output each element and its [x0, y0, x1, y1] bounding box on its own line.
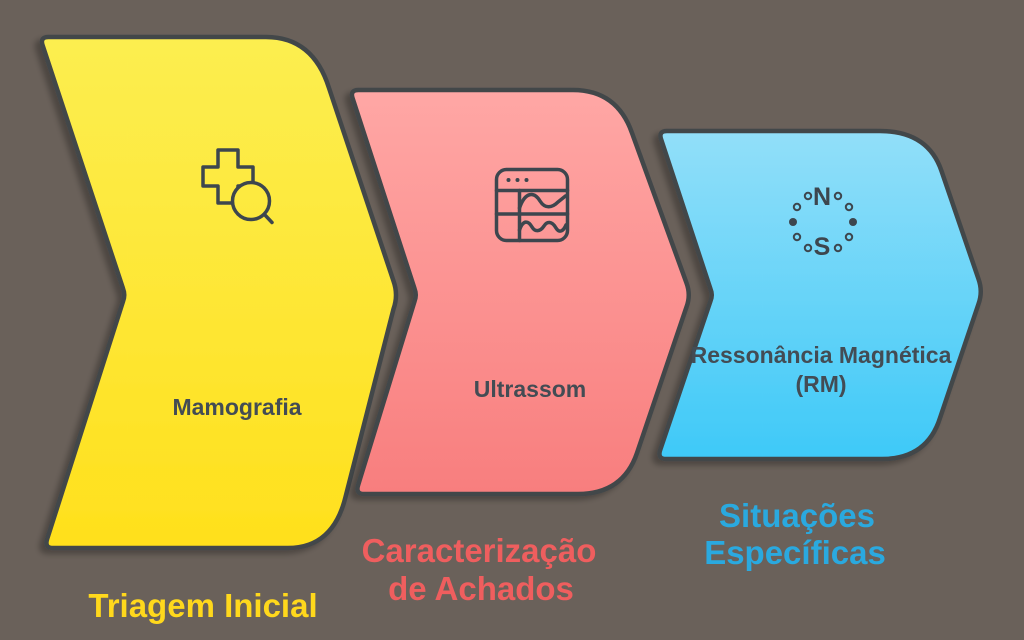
- stage-mamografia-shape: [39, 34, 399, 551]
- stage-ressonancia: N S Ressonância Magnética (RM): [657, 128, 983, 462]
- caption-caracterizacao-line2: de Achados: [388, 570, 574, 607]
- medical-cross-search-icon: [201, 148, 274, 225]
- magnet-north-letter: N: [813, 183, 831, 211]
- caption-caracterizacao-line1: Caracterização: [362, 532, 597, 569]
- stage-ressonancia-label-line1: Ressonância Magnética: [691, 342, 952, 368]
- magnet-ns-icon: N S: [789, 183, 857, 261]
- ultrasound-monitor-icon: [494, 167, 570, 243]
- caption-triagem-inicial: Triagem Inicial: [88, 587, 317, 624]
- stage-mamografia-label: Mamografia: [172, 394, 301, 420]
- stage-ultrassom-shape: [349, 87, 691, 497]
- caption-situacoes-line2: Específicas: [704, 534, 886, 571]
- magnet-south-letter: S: [814, 233, 831, 261]
- stage-ultrassom: Ultrassom: [349, 87, 691, 497]
- stage-ressonancia-label-line2: (RM): [795, 371, 846, 397]
- stage-mamografia: Mamografia: [39, 34, 399, 551]
- caption-situacoes-line1: Situações: [719, 497, 875, 534]
- stage-ultrassom-label: Ultrassom: [474, 376, 586, 402]
- stage-ressonancia-shape: [657, 128, 983, 462]
